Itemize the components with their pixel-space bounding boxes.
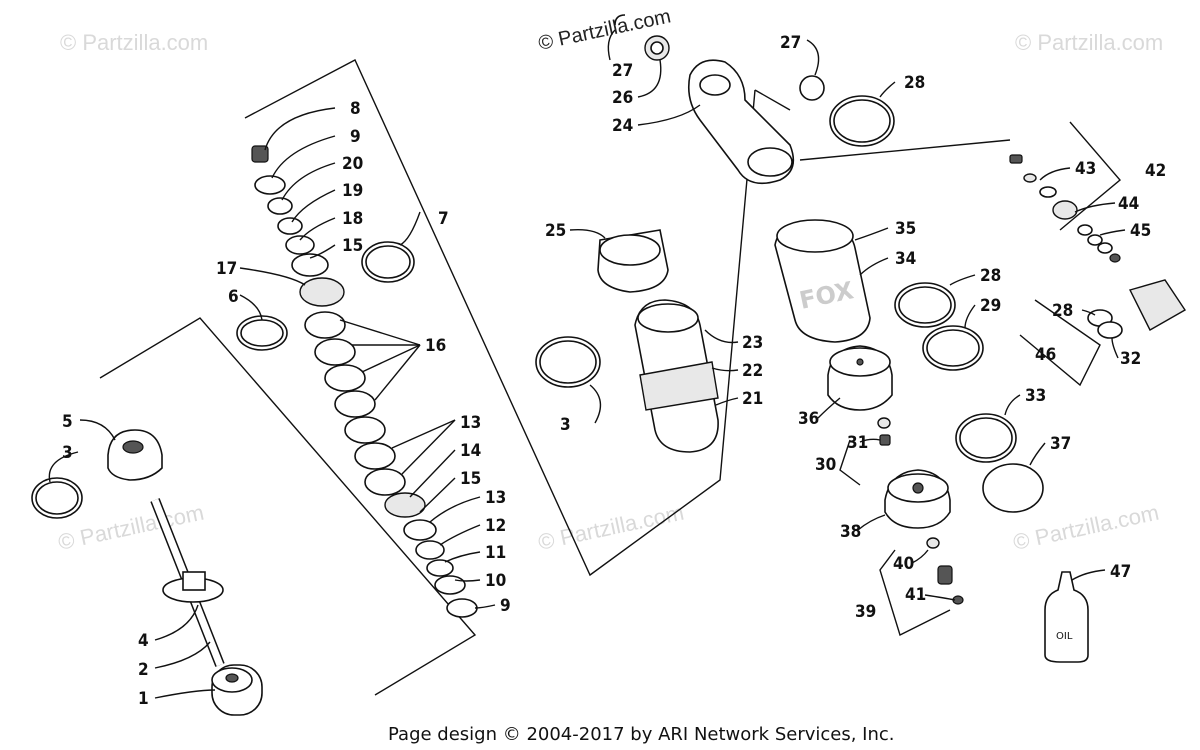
callout-25: 25 <box>545 221 566 241</box>
o-ring <box>982 463 1044 513</box>
eyelet-top <box>687 59 795 185</box>
callout-38: 38 <box>840 522 861 542</box>
bumper-cap <box>107 429 163 481</box>
spring-collar <box>597 229 669 293</box>
callout-27: 27 <box>612 61 633 81</box>
callout-28: 28 <box>980 266 1001 286</box>
callout-33: 33 <box>1025 386 1046 406</box>
callout-23: 23 <box>742 333 763 353</box>
callout-8: 8 <box>350 99 361 119</box>
callout-15: 15 <box>460 469 481 489</box>
shaft <box>150 498 225 667</box>
callout-5: 5 <box>62 412 73 432</box>
callout-35: 35 <box>895 219 916 239</box>
callout-34: 34 <box>895 249 916 269</box>
shim-stack <box>251 145 478 618</box>
o-ring <box>1097 321 1123 339</box>
callout-39: 39 <box>855 602 876 622</box>
callout-11: 11 <box>485 543 506 563</box>
valve-core <box>937 565 953 585</box>
watermark: © Partzilla.com <box>1011 500 1161 555</box>
callout-47: 47 <box>1110 562 1131 582</box>
valve <box>879 434 891 446</box>
oil-label: OIL <box>1056 631 1073 642</box>
callout-36: 36 <box>798 409 819 429</box>
reservoir-cap <box>884 469 951 529</box>
watermark: © Partzilla.com <box>1015 30 1163 55</box>
oil-bottle: OIL <box>1044 571 1089 663</box>
callout-2: 2 <box>138 660 149 680</box>
callout-32: 32 <box>1120 349 1141 369</box>
callout-13: 13 <box>460 413 481 433</box>
callout-13: 13 <box>485 488 506 508</box>
callout-26: 26 <box>612 88 633 108</box>
callout-21: 21 <box>742 389 763 409</box>
callout-30: 30 <box>815 455 836 475</box>
callout-22: 22 <box>742 361 763 381</box>
callout-17: 17 <box>216 259 237 279</box>
callout-9: 9 <box>350 127 361 147</box>
callout-28: 28 <box>1052 301 1073 321</box>
o-ring-small <box>926 537 940 549</box>
o-ring-inner <box>365 245 411 279</box>
wear-band-inner <box>240 319 284 347</box>
callout-12: 12 <box>485 516 506 536</box>
o-ring-small <box>877 417 891 429</box>
eyelet-bottom <box>211 664 263 716</box>
callout-24: 24 <box>612 116 633 136</box>
callout-29: 29 <box>980 296 1001 316</box>
callout-31: 31 <box>847 433 868 453</box>
callout-7: 7 <box>438 209 449 229</box>
watermark: © Partzilla.com <box>536 500 686 555</box>
adjuster-assembly <box>1009 154 1186 331</box>
footer-copyright: Page design © 2004-2017 by ARI Network S… <box>388 724 895 745</box>
callout-9: 9 <box>500 596 511 616</box>
callout-16: 16 <box>425 336 446 356</box>
callout-28: 28 <box>904 73 925 93</box>
leader-lines <box>48 29 1126 699</box>
callout-19: 19 <box>342 181 363 201</box>
callout-3: 3 <box>560 415 571 435</box>
callout-43: 43 <box>1075 159 1096 179</box>
shock-body <box>634 299 719 453</box>
ifp-piston <box>827 345 893 411</box>
callout-4: 4 <box>138 631 149 651</box>
watermark: © Partzilla.com <box>60 30 208 55</box>
circlip <box>799 75 825 101</box>
callout-37: 37 <box>1050 434 1071 454</box>
o-ring-inner <box>35 481 79 515</box>
reservoir: FOX <box>774 219 871 343</box>
callout-42: 42 <box>1145 161 1166 181</box>
callout-15: 15 <box>342 236 363 256</box>
callout-1: 1 <box>138 689 149 709</box>
callout-6: 6 <box>228 287 239 307</box>
circlip <box>614 14 626 26</box>
assembly-outlines <box>99 59 1121 696</box>
callout-10: 10 <box>485 571 506 591</box>
callout-18: 18 <box>342 209 363 229</box>
callout-40: 40 <box>893 554 914 574</box>
callout-14: 14 <box>460 441 481 461</box>
callout-41: 41 <box>905 585 926 605</box>
callout-labels: 1 2 4 5 3 6 17 8 9 20 19 18 15 7 16 13 1… <box>62 33 1166 709</box>
callout-46: 46 <box>1035 345 1056 365</box>
callout-27: 27 <box>780 33 801 53</box>
callout-3: 3 <box>62 443 73 463</box>
callout-44: 44 <box>1118 194 1139 214</box>
callout-20: 20 <box>342 154 363 174</box>
callout-45: 45 <box>1130 221 1151 241</box>
parts: FOX <box>31 14 1186 716</box>
